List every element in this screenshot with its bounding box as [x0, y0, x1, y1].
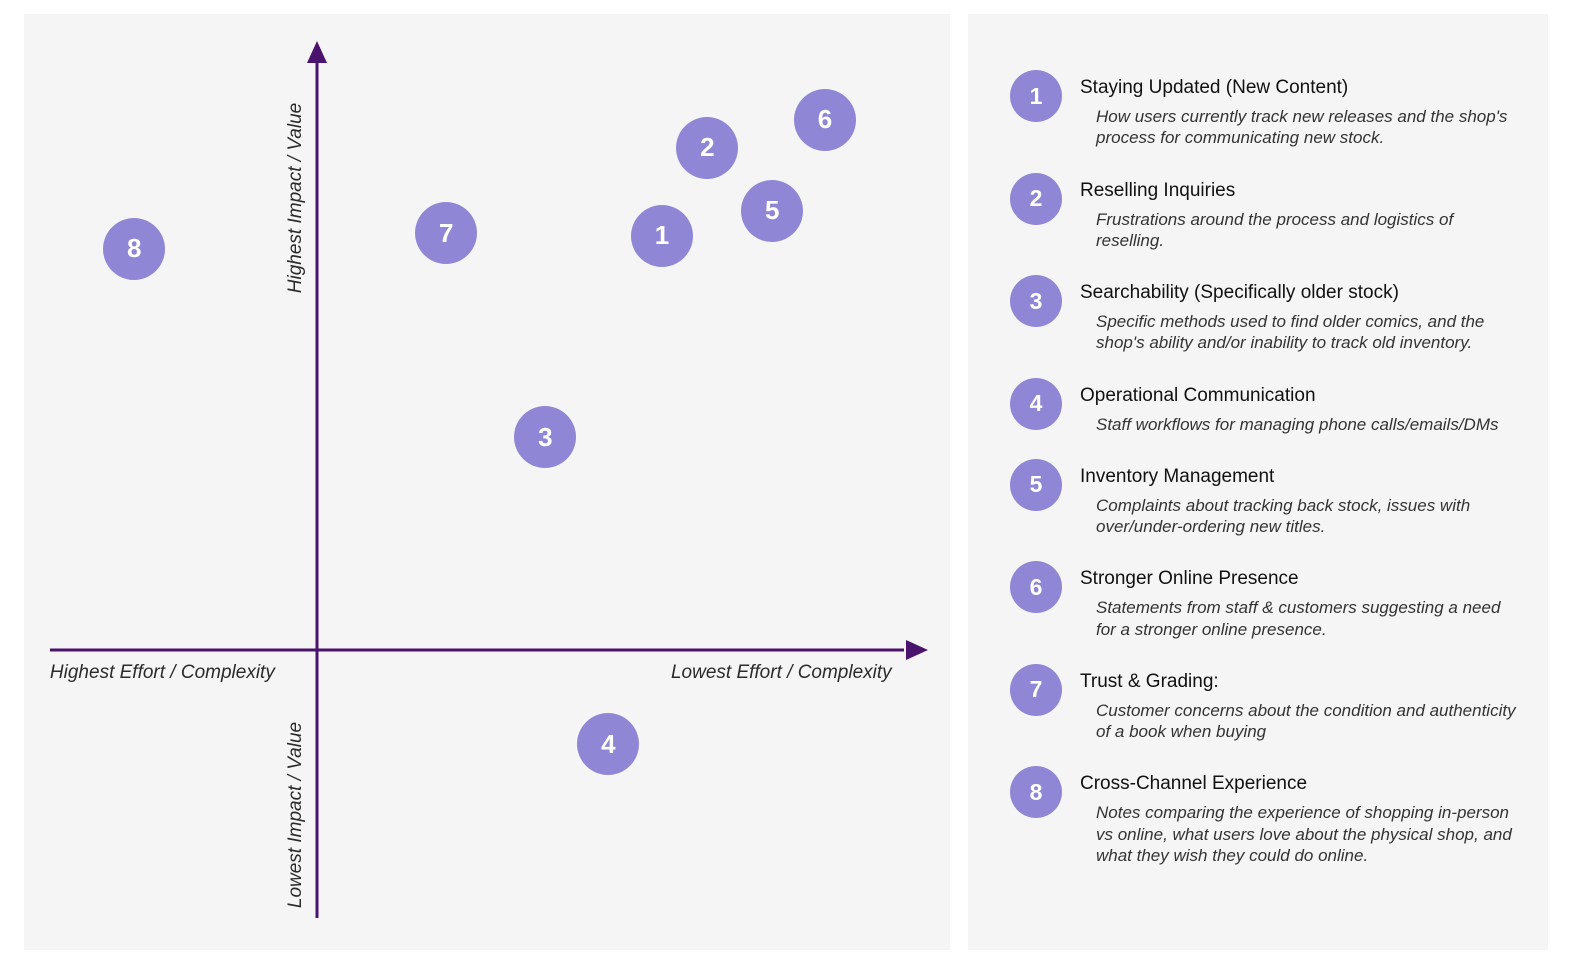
y-axis-arrow-icon	[306, 41, 327, 64]
legend-desc: Statements from staff & customers sugges…	[1096, 598, 1501, 639]
x-axis-line	[49, 648, 904, 652]
legend-title: Stronger Online Presence	[1080, 568, 1299, 590]
legend-item: 1 Staying Updated (New Content) How user…	[1010, 70, 1520, 149]
x-axis-left-label: Highest Effort / Complexity	[49, 661, 275, 683]
legend-number-badge: 8	[1010, 766, 1062, 819]
legend-title: Staying Updated (New Content)	[1080, 77, 1349, 98]
chart-point-5: 5	[741, 179, 804, 242]
legend-number-badge: 7	[1010, 663, 1062, 716]
legend-title: Searchability (Specifically older stock)	[1080, 282, 1399, 303]
legend-item: 4 Operational Communication Staff workfl…	[1010, 377, 1520, 435]
legend-item: 2 Reselling Inquiries Frustrations aroun…	[1010, 172, 1520, 252]
legend-title: Trust & Grading:	[1080, 670, 1219, 692]
legend-number-badge: 1	[1010, 70, 1062, 122]
bubble-layer: 1 2 3 4 5 6 7 8	[24, 14, 950, 950]
quadrant-chart: Highest Impact / Value Lowest Impact / V…	[24, 14, 950, 950]
legend-number-badge: 2	[1010, 172, 1062, 225]
legend-desc: Customer concerns about the condition an…	[1096, 700, 1516, 741]
legend-item: 8 Cross-Channel Experience Notes compari…	[1010, 766, 1520, 866]
chart-point-3: 3	[514, 406, 577, 469]
legend-desc: Complaints about tracking back stock, is…	[1096, 495, 1471, 536]
legend-title: Cross-Channel Experience	[1080, 773, 1308, 795]
legend-item: 6 Stronger Online Presence Statements fr…	[1010, 561, 1520, 640]
chart-point-6: 6	[793, 88, 856, 151]
x-axis-right-label: Lowest Effort / Complexity	[670, 661, 892, 683]
legend-item: 3 Searchability (Specifically older stoc…	[1010, 275, 1520, 354]
legend-number-badge: 6	[1010, 561, 1062, 614]
legend-panel: 1 Staying Updated (New Content) How user…	[968, 14, 1548, 950]
legend-text: Searchability (Specifically older stock)…	[1080, 281, 1516, 354]
legend-desc: Notes comparing the experience of shoppi…	[1096, 803, 1512, 865]
legend-title: Operational Communication	[1080, 384, 1316, 406]
legend-desc: Frustrations around the process and logi…	[1096, 209, 1454, 250]
chart-point-4: 4	[577, 713, 640, 776]
chart-point-2: 2	[676, 116, 739, 179]
chart-point-7: 7	[415, 202, 478, 265]
legend-desc: Staff workflows for managing phone calls…	[1096, 414, 1499, 434]
legend-text: Cross-Channel Experience Notes comparing…	[1080, 772, 1516, 866]
chart-point-1: 1	[631, 204, 693, 267]
legend-item: 7 Trust & Grading: Customer concerns abo…	[1010, 663, 1520, 743]
legend-text: Reselling Inquiries Frustrations around …	[1080, 179, 1516, 252]
legend-title: Reselling Inquiries	[1080, 179, 1236, 201]
legend-text: Staying Updated (New Content) How users …	[1080, 76, 1516, 149]
legend-number-badge: 3	[1010, 275, 1062, 327]
legend-title: Inventory Management	[1080, 465, 1275, 487]
legend-desc: How users currently track new releases a…	[1096, 107, 1508, 148]
x-axis-arrow-icon	[905, 639, 928, 660]
chart-point-8: 8	[103, 217, 166, 280]
legend-text: Stronger Online Presence Statements from…	[1080, 567, 1516, 640]
y-axis-line	[315, 55, 319, 919]
legend-desc: Specific methods used to find older comi…	[1096, 312, 1485, 353]
legend-list: 1 Staying Updated (New Content) How user…	[968, 14, 1548, 950]
legend-text: Inventory Management Complaints about tr…	[1080, 465, 1516, 538]
legend-number-badge: 4	[1010, 377, 1062, 430]
legend-item: 5 Inventory Management Complaints about …	[1010, 458, 1520, 538]
legend-text: Operational Communication Staff workflow…	[1080, 384, 1499, 435]
legend-number-badge: 5	[1010, 458, 1062, 511]
legend-text: Trust & Grading: Customer concerns about…	[1080, 670, 1516, 743]
